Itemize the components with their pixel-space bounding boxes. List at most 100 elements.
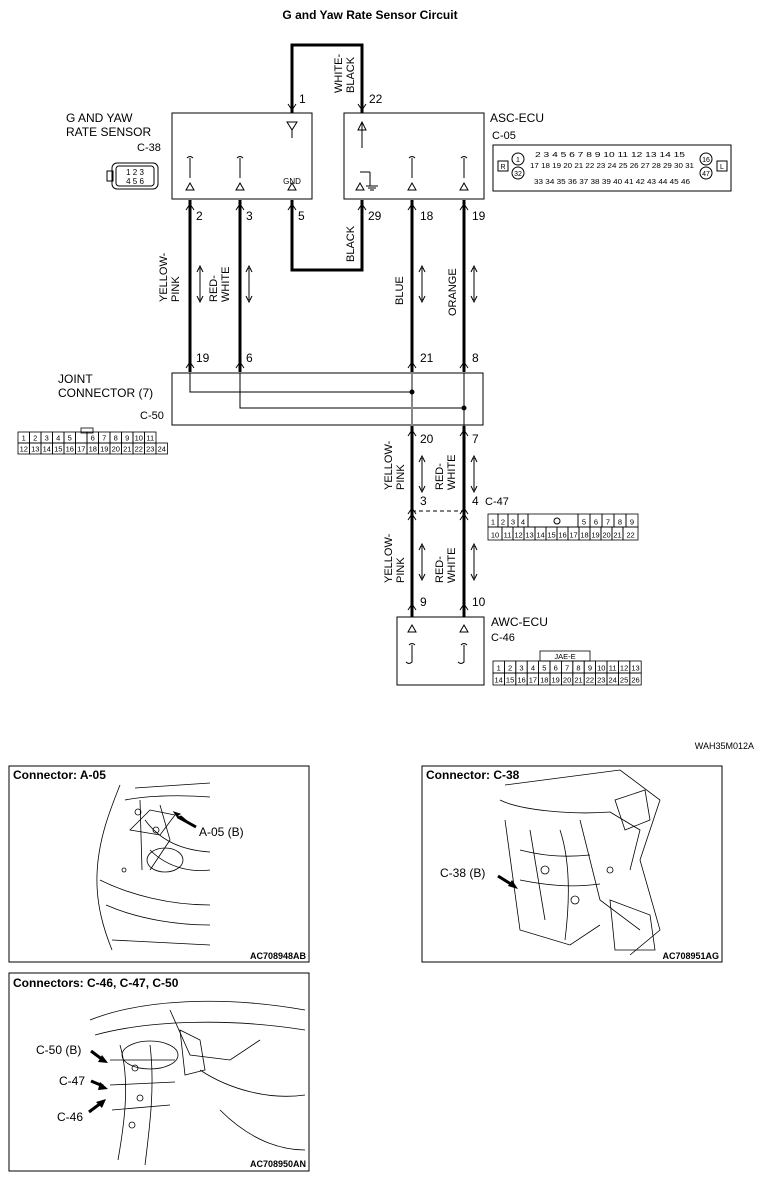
connector-pin-label: 5	[68, 434, 72, 443]
connector-header-label: JAE-E	[554, 652, 575, 661]
connector-pin-label: 18	[540, 676, 548, 685]
connector-pin-label: 17	[569, 531, 577, 540]
connector-pin-label: 1	[497, 664, 501, 673]
svg-text:ORANGE: ORANGE	[447, 268, 459, 316]
connector-pin-label: 8	[114, 434, 118, 443]
svg-text:32: 32	[514, 171, 522, 178]
connector-pin-label: 8	[618, 518, 622, 527]
connector-pin-cell	[622, 526, 639, 541]
connector-pin-label: 16	[66, 445, 74, 454]
connector-pin-label: 21	[574, 676, 582, 685]
connector-pin-label: 14	[495, 676, 503, 685]
connector-pin-label: 25	[620, 676, 628, 685]
connector-pin-label: 13	[31, 445, 39, 454]
connector-pin-label: 5	[542, 664, 546, 673]
panel-connectors-c46-c47-c50: Connectors: C-46, C-47, C-50 C-50 (B) C-…	[8, 972, 310, 1172]
svg-text:R: R	[500, 164, 505, 171]
svg-text:17 18 19 20 21 22 23 24 25 26: 17 18 19 20 21 22 23 24 25 26 27 28 29 3…	[530, 163, 694, 170]
svg-text:18: 18	[420, 209, 434, 223]
connector-pin-label: 15	[506, 676, 514, 685]
panel-connector-a05: Connector: A-05 A-05 (B) AC708948AB	[8, 765, 310, 963]
connector-pin-label: 21	[613, 531, 621, 540]
figure-code: WAH35M012A	[695, 741, 754, 751]
c38-callout-label: C-38 (B)	[440, 866, 485, 880]
awc-ecu-connector-label: C-46	[491, 632, 515, 644]
connector-pin-label: 20	[563, 676, 571, 685]
svg-text:4: 4	[472, 494, 479, 508]
panel-a05-code: AC708948AB	[250, 951, 307, 961]
connector-pin-label: 6	[594, 518, 598, 527]
svg-text:8: 8	[472, 351, 479, 365]
connector-pin-label: 23	[146, 445, 154, 454]
wiring	[188, 43, 466, 617]
connector-pin-label: 15	[54, 445, 62, 454]
connector-pin-label: 5	[582, 518, 586, 527]
wire-color-labels: WHITE- BLACK BLACK YELLOW- PINK RED- WHI…	[158, 54, 459, 583]
svg-text:BLACK: BLACK	[345, 56, 357, 93]
connector-pin-label: 20	[112, 445, 120, 454]
svg-text:1 2 3: 1 2 3	[126, 168, 144, 177]
connector-pin-cell	[527, 513, 579, 528]
connector-pin-label: 4	[56, 434, 60, 443]
svg-text:6: 6	[246, 351, 253, 365]
connector-pin-label: 1	[22, 434, 26, 443]
svg-text:19: 19	[472, 209, 486, 223]
connector-pin-label: 3	[519, 664, 523, 673]
svg-text:YELLOW-: YELLOW-	[158, 252, 170, 302]
connector-pin-cell	[75, 431, 88, 444]
connector-pin-label: 9	[588, 664, 592, 673]
sensor-gnd-label: GND	[283, 177, 301, 186]
joint-connector-label: C-50	[140, 410, 164, 422]
svg-text:PINK: PINK	[170, 276, 182, 302]
asc-ecu-box	[343, 112, 485, 200]
svg-text:21: 21	[420, 351, 434, 365]
connector-pin-label: 14	[536, 531, 544, 540]
connector-pin-label: 10	[135, 434, 143, 443]
connector-pin-label: 12	[20, 445, 28, 454]
connector-key	[80, 427, 94, 434]
car-front-drawing	[96, 782, 211, 951]
panel-c38-title: Connector: C-38	[426, 768, 520, 782]
svg-text:RED-: RED-	[434, 463, 446, 490]
svg-text:PINK: PINK	[395, 464, 407, 490]
awc-ecu-box	[396, 616, 485, 686]
svg-text:3: 3	[246, 209, 253, 223]
svg-text:47: 47	[702, 171, 710, 178]
connector-pin-label: 10	[491, 531, 499, 540]
connector-pin-label: 2	[501, 518, 505, 527]
wire-terminal-carets	[185, 103, 469, 611]
connector-pin-label: 21	[123, 445, 131, 454]
c47-connector-label: C-47	[485, 496, 509, 508]
svg-text:1: 1	[516, 157, 520, 164]
connector-pin-cell	[155, 442, 168, 455]
svg-text:WHITE: WHITE	[446, 455, 458, 490]
joint-connector-name-line1: JOINT	[58, 372, 93, 386]
connector-key	[553, 517, 561, 525]
connector-pin-label: 12	[514, 531, 522, 540]
awc-ecu-name: AWC-ECU	[491, 615, 548, 629]
svg-text:WHITE-: WHITE-	[333, 54, 345, 93]
connector-pin-label: 22	[586, 676, 594, 685]
connector-pin-label: 9	[630, 518, 634, 527]
connector-pin-label: 19	[552, 676, 560, 685]
svg-text:2: 2	[196, 209, 203, 223]
svg-text:5: 5	[298, 209, 305, 223]
connector-pin-label: 13	[525, 531, 533, 540]
c46-callout-label: C-46	[57, 1110, 83, 1124]
svg-text:29: 29	[368, 209, 382, 223]
svg-text:10: 10	[472, 595, 486, 609]
panel-c46-title: Connectors: C-46, C-47, C-50	[13, 976, 179, 990]
sensor-name-line2: RATE SENSOR	[66, 125, 151, 139]
svg-text:WHITE: WHITE	[220, 267, 232, 302]
connector-pin-label: 19	[100, 445, 108, 454]
connector-pin-label: 18	[89, 445, 97, 454]
signal-direction-arrows	[196, 264, 478, 582]
connector-pin-label: 22	[135, 445, 143, 454]
connector-pin-label: 18	[580, 531, 588, 540]
sensor-terminal-symbols	[185, 121, 298, 191]
asc-ecu-connector-label: C-05	[492, 130, 516, 142]
connector-pin-label: 8	[576, 664, 580, 673]
svg-text:WHITE: WHITE	[446, 548, 458, 583]
